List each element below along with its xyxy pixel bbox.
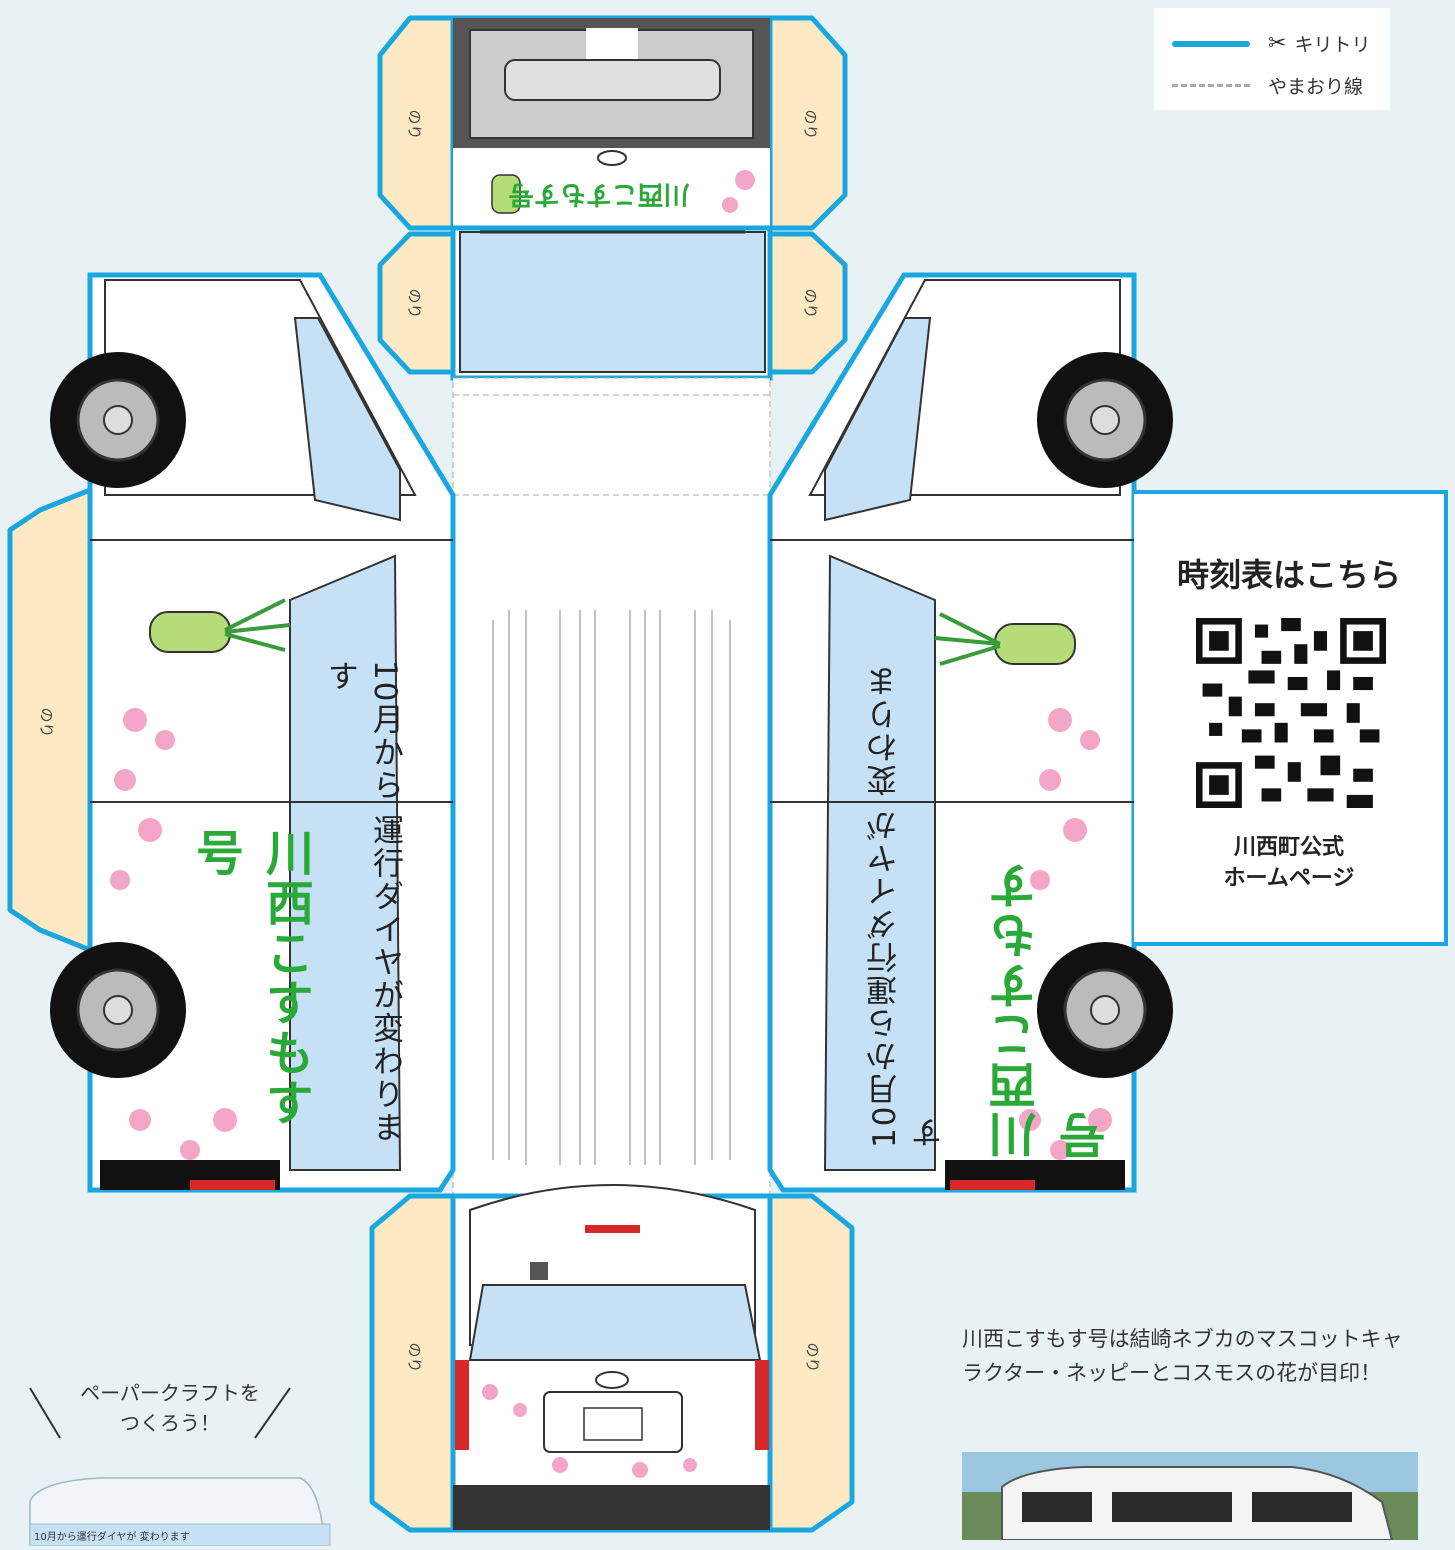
right-side-window [823,554,936,1171]
glue-label: のり [405,288,424,319]
cut-label: キリトリ [1294,34,1371,56]
left-side-window [289,554,402,1171]
roof-panel [452,377,771,1197]
craft-callout-line2: つくろう！ [120,1411,220,1435]
rear-window [468,1284,762,1361]
qr-title: 時刻表はこちら [1176,556,1401,594]
right-rear-wheel [1037,942,1173,1078]
craft-callout: ペーパークラフトを つくろう！ [50,1378,290,1438]
craft-preview-text: 10月から運行ダイヤが 変わります [34,1532,190,1543]
qr-caption: 川西町公式 ホームページ [1134,832,1444,894]
qr-caption-line1: 川西町公式 [1233,835,1344,860]
glue-label: のり [801,109,820,140]
glue-label: のり [803,1342,822,1373]
description-text: 川西こすもす号は結崎ネブカのマスコットキャラクター・ネッピーとコスモスの花が目印… [962,1327,1403,1385]
mascot-neppy-right [934,612,1076,666]
cut-line-sample [1172,40,1250,47]
papercraft-preview: 10月から運行ダイヤが 変わります [20,1466,340,1547]
fold-label: やまおり線 [1268,76,1364,98]
craft-callout-line1: ペーパークラフトを [80,1381,260,1405]
cosmos-flowers-right [1019,708,1112,1160]
scissors-icon: ✂ [1268,31,1287,56]
right-front-wheel [1037,352,1173,488]
glue-label: のり [405,1342,424,1373]
mascot-neppy-front [491,174,521,214]
cosmos-flowers-rear [482,1384,697,1478]
left-announcement: 10月から 運行ダイヤが変わります [322,660,403,1145]
left-rear-wheel [50,942,186,1078]
callout-lines [29,1387,291,1439]
left-bus-name: 川西こすもす号 [187,828,313,1128]
right-front-window [824,317,932,522]
legend-box: ✂ キリトリ やまおり線 [1154,8,1390,110]
cosmos-flowers-left [110,708,237,1160]
left-front-window [293,317,401,522]
timetable-qr-panel: 時刻表はこちら 川西町公式 ホームページ [1134,490,1448,946]
mascot-neppy-left [149,598,291,653]
fold-line-sample [1172,84,1250,87]
right-bus-name: 川西こすもす号 [989,860,1115,1160]
glue-label: のり [801,288,820,319]
right-announcement: 10月から運行ダイヤが 変わります [867,663,948,1148]
left-front-wheel [50,352,186,488]
front-bus-name: 川西こすもす号 [508,179,690,209]
qr-caption-line2: ホームページ [1223,866,1355,891]
glue-label: のり [37,707,56,738]
glue-label: のり [405,109,424,140]
qr-code[interactable] [1196,618,1386,808]
cosmos-flowers-front [722,170,755,213]
bus-photo [962,1452,1418,1540]
